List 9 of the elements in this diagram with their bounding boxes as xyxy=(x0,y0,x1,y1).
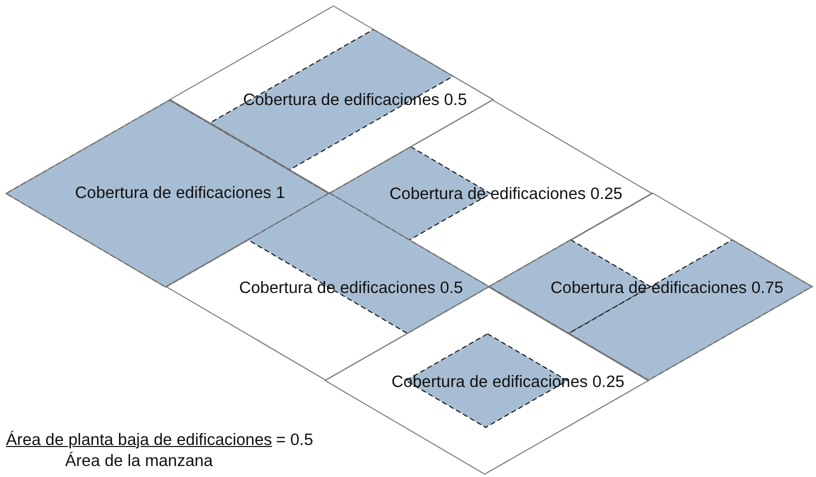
coverage-label: Cobertura de edificaciones 0.75 xyxy=(550,278,784,298)
coverage-label: Cobertura de edificaciones 0.5 xyxy=(239,278,463,298)
coverage-label: Cobertura de edificaciones 0.25 xyxy=(392,372,624,392)
coverage-label: Cobertura de edificaciones 0.25 xyxy=(390,184,622,204)
coverage-label: Cobertura de edificaciones 1 xyxy=(74,184,286,202)
formula-denominator: Área de la manzana xyxy=(65,452,213,470)
coverage-label: Cobertura de edificaciones 0.5 xyxy=(243,90,467,110)
formula-numerator: Área de planta baja de edificaciones xyxy=(6,431,272,450)
formula-result: = 0.5 xyxy=(276,431,314,450)
